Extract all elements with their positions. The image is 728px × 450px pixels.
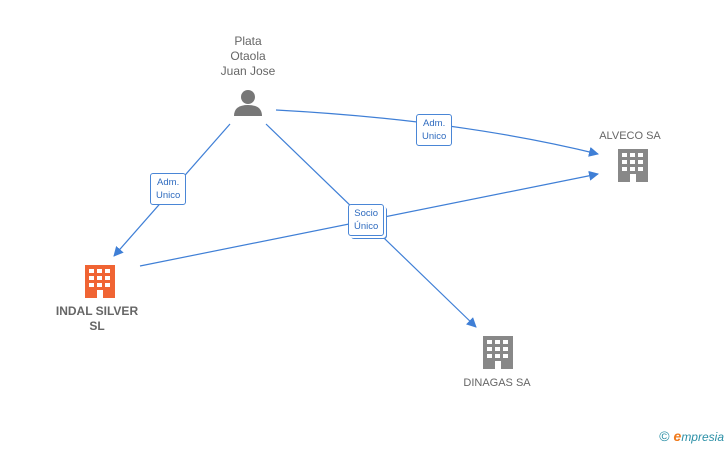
brand-footer[interactable]: ©empresia xyxy=(659,428,724,444)
building-icon-indal xyxy=(85,265,115,298)
edge-label-adm-indal-line-1: Adm. xyxy=(157,177,180,188)
building-icon-alveco xyxy=(618,149,648,182)
edge-label-socio: Socio Único xyxy=(348,204,385,236)
edge-label-adm-alveco-line-2: Unico xyxy=(422,131,447,142)
person-icon xyxy=(234,90,262,116)
edge-label-adm-alveco-line-1: Adm. xyxy=(423,118,446,129)
brand-logo-e: e xyxy=(673,428,682,444)
person-name-line-2: Otaola xyxy=(230,49,266,63)
edge-label-socio-line-1: Socio xyxy=(354,208,379,219)
person-name[interactable]: Plata Otaola Juan Jose xyxy=(198,34,298,79)
edge-label-adm-alveco: Adm. Unico xyxy=(416,114,453,146)
indal-label[interactable]: INDAL SILVER SL xyxy=(42,304,152,334)
person-name-line-3: Juan Jose xyxy=(220,64,276,78)
building-icon-dinagas xyxy=(483,336,513,369)
person-name-line-1: Plata xyxy=(234,34,262,48)
brand-name: mpresia xyxy=(681,430,724,444)
indal-label-line-2: SL xyxy=(89,319,105,333)
edge-label-socio-line-2: Único xyxy=(354,221,379,232)
copyright-icon: © xyxy=(659,428,670,444)
edge-label-adm-indal: Adm. Unico xyxy=(150,173,187,205)
alveco-label[interactable]: ALVECO SA xyxy=(599,130,661,142)
dinagas-label[interactable]: DINAGAS SA xyxy=(463,377,531,389)
indal-label-line-1: INDAL SILVER xyxy=(55,304,139,318)
edge-label-adm-indal-line-2: Unico xyxy=(156,190,181,201)
